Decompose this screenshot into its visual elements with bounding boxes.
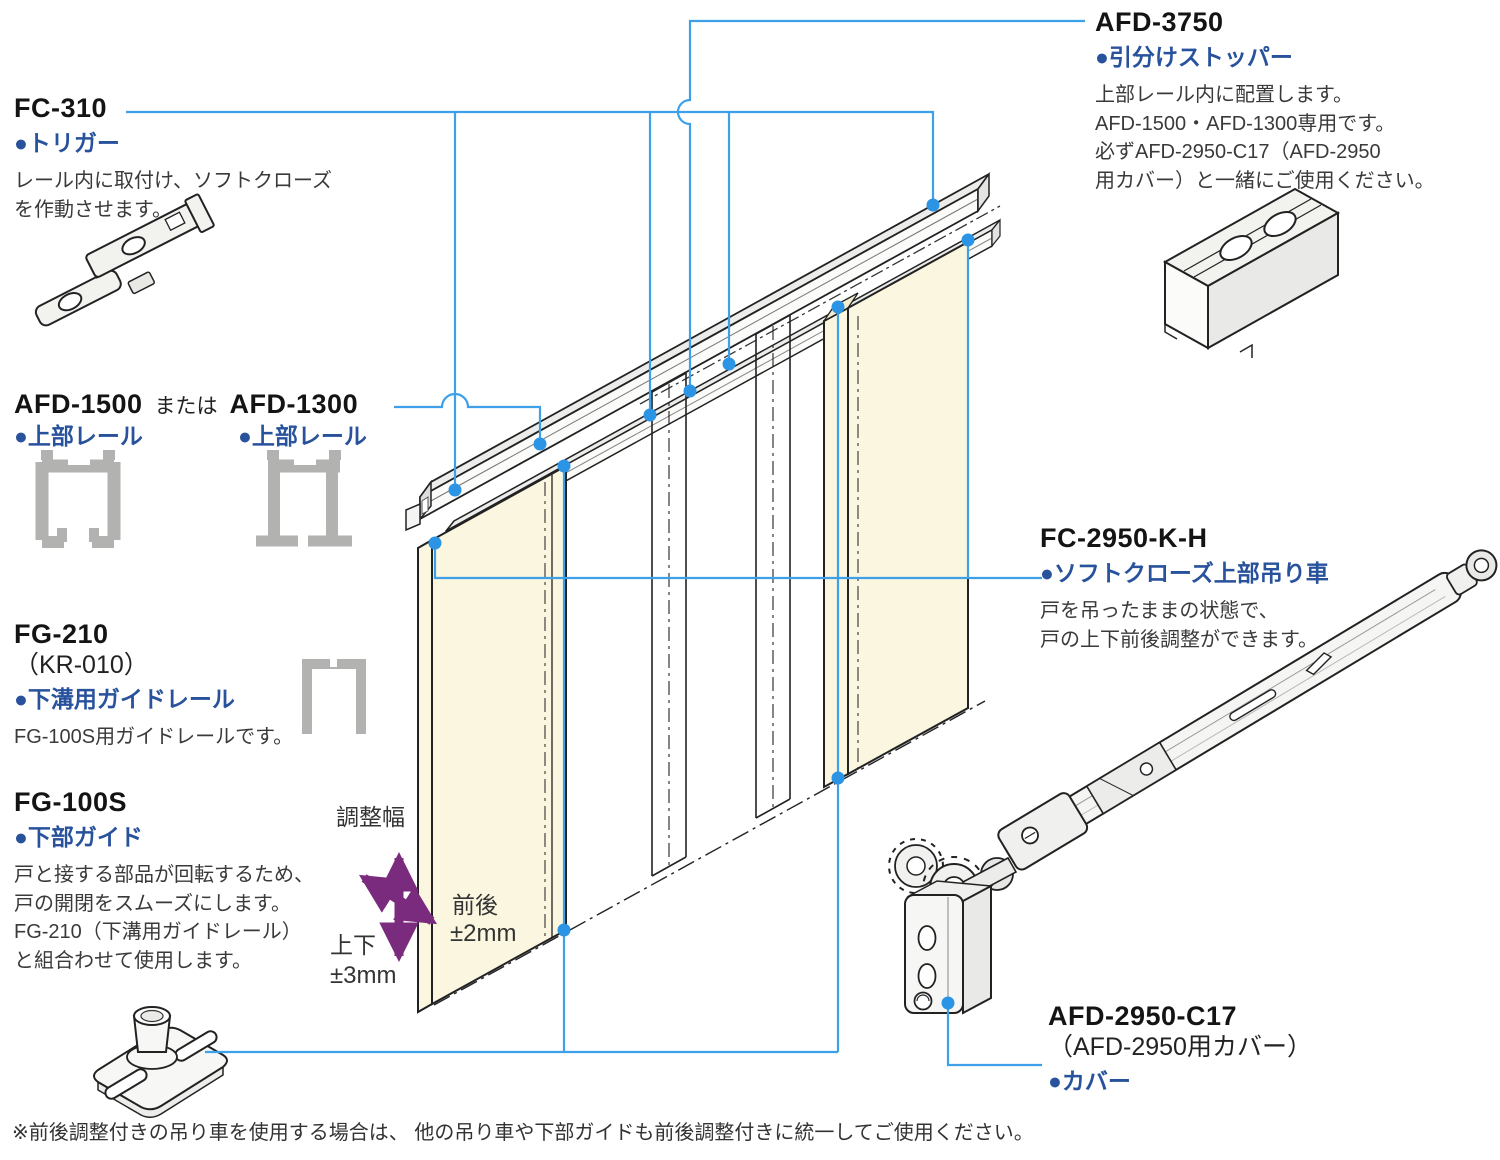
leader-lines <box>126 19 1085 1067</box>
fc310-desc-line: レール内に取付け、ソフトクローズ <box>14 170 332 192</box>
fg210-model-alt: （KR-010） <box>14 651 149 679</box>
fc2950kh-model: FC-2950-K-H <box>1040 523 1208 553</box>
fc310-desc-line: を作動させます。 <box>14 198 172 221</box>
fc2950kh-desc-line: 戸を吊ったままの状態で、 <box>1040 600 1279 622</box>
fg210-type: ●下溝用ガイドレール <box>14 686 235 712</box>
fg100s-type: ●下部ガイド <box>14 824 143 850</box>
afd2950c17-type: ●カバー <box>1048 1068 1131 1094</box>
phantom-door-outlines <box>433 314 986 1006</box>
front-back-value: ±2mm <box>450 920 517 947</box>
afd1300-type: ●上部レール <box>238 423 367 449</box>
fg100s-desc-line: 戸と接する部品が回転するため、 <box>14 864 314 886</box>
fc2950kh-type: ●ソフトクローズ上部吊り車 <box>1040 560 1329 586</box>
afd3750-desc-line: 上部レール内に配置します。 <box>1095 84 1353 106</box>
adjustment-arrows <box>358 852 438 962</box>
afd1300-rail-profile <box>256 450 352 547</box>
afd3750-model: AFD-3750 <box>1095 7 1224 37</box>
fg210-guide-profile <box>302 659 366 734</box>
fg210-model: FG-210 <box>14 619 109 649</box>
fg100s-desc-line: 戸の開閉をスムーズにします。 <box>14 892 291 915</box>
leader-dots <box>428 198 975 1010</box>
afd1500-rail-profile <box>35 450 121 548</box>
afd3750-desc-line: 用カバー）と一緒にご使用ください。 <box>1095 169 1435 192</box>
label-afd3750: AFD-3750 ●引分けストッパー 上部レール内に配置します。 AFD-150… <box>1095 6 1435 195</box>
top-rail <box>405 171 990 532</box>
afd2950c17-model-alt: （AFD-2950用カバー） <box>1048 1033 1312 1061</box>
afd3750-desc-line: 必ずAFD-2950-C17（AFD-2950 <box>1095 141 1381 163</box>
afd1300-model: AFD-1300 <box>229 389 359 419</box>
front-back-label: 前後 <box>452 892 498 918</box>
afd2950c17-model: AFD-2950-C17 <box>1048 1001 1238 1031</box>
fc2950kh-hanger-drawing <box>888 549 1498 920</box>
afd3750-stopper-drawing <box>1162 187 1341 358</box>
fg210-desc-line: FG-100S用ガイドレールです。 <box>14 726 294 748</box>
fc310-type: ●トリガー <box>14 130 120 156</box>
fg100s-desc-line: と組合わせて使用します。 <box>14 949 252 972</box>
fc310-trigger-drawing <box>34 193 215 327</box>
rear-door-panel <box>823 240 969 789</box>
afd1500-model: AFD-1500 <box>14 389 143 419</box>
afd1500-type: ●上部レール <box>14 423 143 449</box>
up-down-value: ±3mm <box>330 962 397 989</box>
fg100s-desc-line: FG-210（下溝用ガイドレール） <box>14 921 302 943</box>
label-fc310: FC-310 ●トリガー レール内に取付け、ソフトクローズ を作動させます。 <box>14 92 332 224</box>
label-fc2950kh: FC-2950-K-H ●ソフトクローズ上部吊り車 戸を吊ったままの状態で、 戸… <box>1040 522 1329 654</box>
footnote: ※前後調整付きの吊り車を使用する場合は、 他の吊り車や下部ガイドも前後調整付きに… <box>12 1122 1034 1144</box>
label-fg100s: FG-100S ●下部ガイド 戸と接する部品が回転するため、 戸の開閉をスムーズ… <box>14 786 314 975</box>
fc310-model: FC-310 <box>14 93 108 123</box>
label-afd2950c17: AFD-2950-C17 （AFD-2950用カバー） ●カバー <box>1048 1000 1312 1097</box>
label-fg210: FG-210 （KR-010） ●下溝用ガイドレール FG-100S用ガイドレー… <box>14 618 293 752</box>
label-top-rails: AFD-1500 または AFD-1300 ●上部レール ●上部レール <box>14 388 444 452</box>
afd3750-type: ●引分けストッパー <box>1095 44 1293 70</box>
or-word: または <box>154 395 218 418</box>
afd2950c17-cover-drawing <box>904 856 1018 1015</box>
fg100s-bottom-guide-drawing <box>93 1006 228 1118</box>
fc2950kh-desc-line: 戸の上下前後調整ができます。 <box>1040 628 1318 651</box>
afd3750-desc-line: AFD-1500・AFD-1300専用です。 <box>1095 112 1396 135</box>
adjustment-title: 調整幅 <box>336 804 405 830</box>
up-down-label: 上下 <box>330 932 376 958</box>
fg100s-model: FG-100S <box>14 787 128 817</box>
